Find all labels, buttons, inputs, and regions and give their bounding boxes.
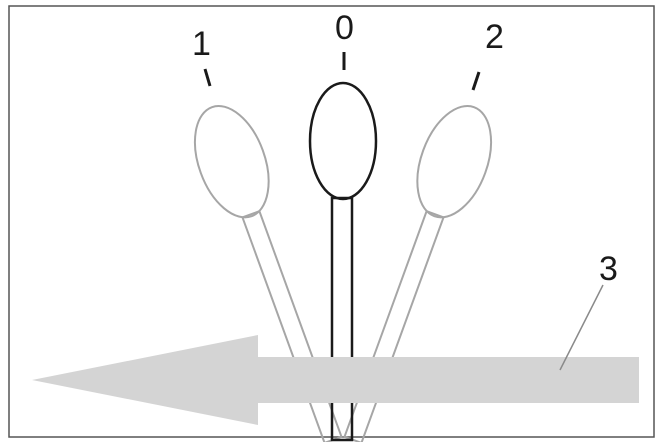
swab-position-0 xyxy=(308,81,378,442)
swab-0-stick xyxy=(330,196,354,442)
arrow-leader-line xyxy=(559,284,604,371)
swab-1-head xyxy=(193,105,270,219)
label-2-tick xyxy=(471,71,481,91)
direction-arrow xyxy=(32,335,639,425)
label-1: 1 xyxy=(192,25,211,63)
label-3: 3 xyxy=(599,250,618,288)
label-1-tick xyxy=(203,68,212,87)
swab-2-head xyxy=(416,105,493,219)
label-0: 0 xyxy=(335,9,354,47)
label-2: 2 xyxy=(485,18,504,56)
